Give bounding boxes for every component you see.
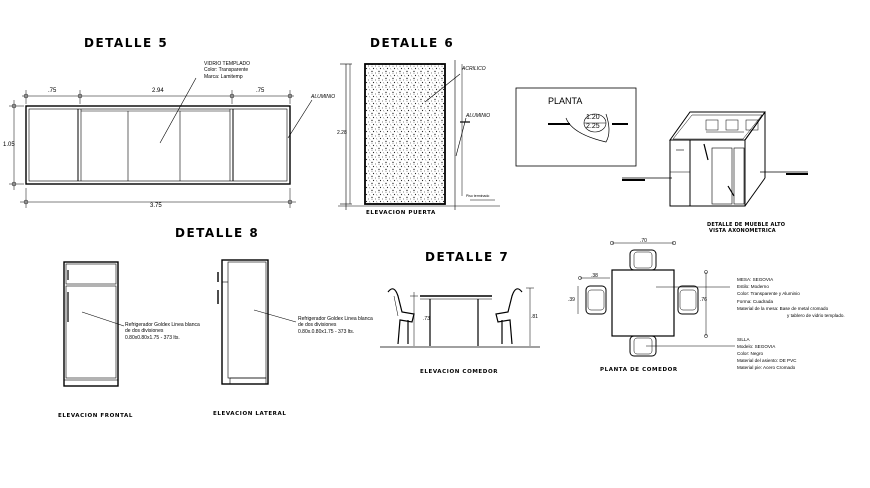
fridge-front-note-line: 0.80x0.80x1.75 - 373 lts.: [125, 334, 180, 341]
dim-total-d5: 3.75: [150, 203, 162, 209]
aluminio-label-d5: ALUMINIO: [311, 94, 336, 100]
detalle8-refrigerators: [63, 259, 297, 387]
glass-note: VIDRIO TEMPLADO Color: Transparente Marc…: [204, 61, 250, 80]
dim-right-d5: .75: [256, 88, 265, 94]
mesa-note-line: Estilo: Moderno: [737, 284, 769, 290]
dim-comedor-right: .76: [700, 297, 707, 303]
fridge-front-note: Refrigerador Goldex Linea blanca de dos …: [125, 322, 200, 341]
caption-elevacion-puerta: ELEVACION PUERTA: [366, 210, 436, 216]
planta-dim-a: 1.20: [586, 114, 600, 121]
silla-notes: SILLA Modelo: SEGOVIA Color: Negro Mater…: [737, 336, 797, 371]
fridge-front-note-line: Refrigerador Goldex Linea blanca: [125, 322, 200, 328]
mesa-note-line: MESA: SEGOVIA: [737, 277, 774, 282]
dim-center-d5: 2.94: [152, 88, 164, 94]
aluminio-label-d6: ALUMINIO: [466, 113, 491, 119]
title-detalle8: DETALLE 8: [175, 226, 260, 240]
caption-elevacion-lateral: ELEVACION LATERAL: [213, 411, 287, 417]
mueble-axonometric: [622, 111, 808, 207]
planta-dim-b: 2.25: [586, 123, 600, 130]
dim-comedor-side-a: .38: [591, 273, 598, 279]
dim-height-d6: 2.28: [337, 130, 347, 136]
dim-left-d5: .75: [48, 88, 57, 94]
title-detalle5: DETALLE 5: [84, 36, 169, 50]
dim-comedor-top: .70: [640, 238, 647, 244]
fridge-side-note-line: 0.80x.0.80x1.75 - 373 lts.: [298, 328, 355, 335]
fridge-side-note-line: Refrigerador Goldex Linea blanca: [298, 316, 373, 322]
caption-elevacion-frontal: ELEVACION FRONTAL: [58, 413, 133, 419]
planta-label: PLANTA: [548, 96, 583, 106]
mesa-note-line: Material de la mesa: Base de metal croma…: [737, 305, 829, 311]
detalle6-door: [338, 60, 500, 210]
comedor-plan: [577, 240, 735, 357]
dim-chair-height: .81: [531, 314, 538, 320]
title-detalle6: DETALLE 6: [370, 36, 455, 50]
title-detalle7: DETALLE 7: [425, 250, 510, 264]
mesa-notes: MESA: SEGOVIA Estilo: Moderno Color: Tra…: [737, 276, 845, 319]
glass-note-line: VIDRIO TEMPLADO: [204, 61, 251, 67]
silla-note-line: Color: Negro: [737, 351, 764, 356]
caption-mueble-alto: DETALLE DE MUEBLE ALTO: [707, 222, 786, 228]
mesa-note-line: y tablero de vidrio templado.: [787, 313, 845, 319]
silla-note-line: Material del asiento: DE PVC: [737, 358, 797, 363]
caption-vista-axonometrica: VISTA AXONOMETRICA: [709, 228, 776, 234]
fridge-side-note-line: de dos divisiones: [298, 322, 337, 329]
planta-detail: [515, 87, 637, 167]
fridge-front-note-line: de dos divisiones: [125, 328, 164, 335]
glass-note-line: Color: Transparente: [204, 67, 249, 74]
caption-planta-comedor: PLANTA DE COMEDOR: [600, 367, 678, 373]
mesa-note-line: Forma: Cuadrada: [737, 298, 774, 304]
detalle7-dining-elevation: [380, 287, 540, 348]
silla-note-line: Material pie: Acero Cromado: [737, 365, 796, 370]
glass-note-line: Marca: Lamitemp: [204, 73, 243, 80]
mesa-note-line: Color: Transparente y Aluminio: [737, 291, 800, 297]
dim-comedor-side-b: .39: [568, 297, 575, 303]
detalle5-elevation: [9, 77, 313, 208]
caption-elevacion-comedor: ELEVACION COMEDOR: [420, 369, 499, 375]
silla-note-line: SILLA: [737, 337, 750, 342]
fridge-side-note: Refrigerador Goldex Linea blanca de dos …: [298, 316, 373, 335]
dim-height-d5: 1.05: [3, 142, 15, 148]
silla-note-line: Modelo: SEGOVIA: [737, 344, 776, 349]
piso-note: Piso terminado: [466, 194, 490, 198]
dim-table-height: .73: [423, 316, 430, 322]
acrilico-label: ACRILICO: [462, 66, 486, 72]
